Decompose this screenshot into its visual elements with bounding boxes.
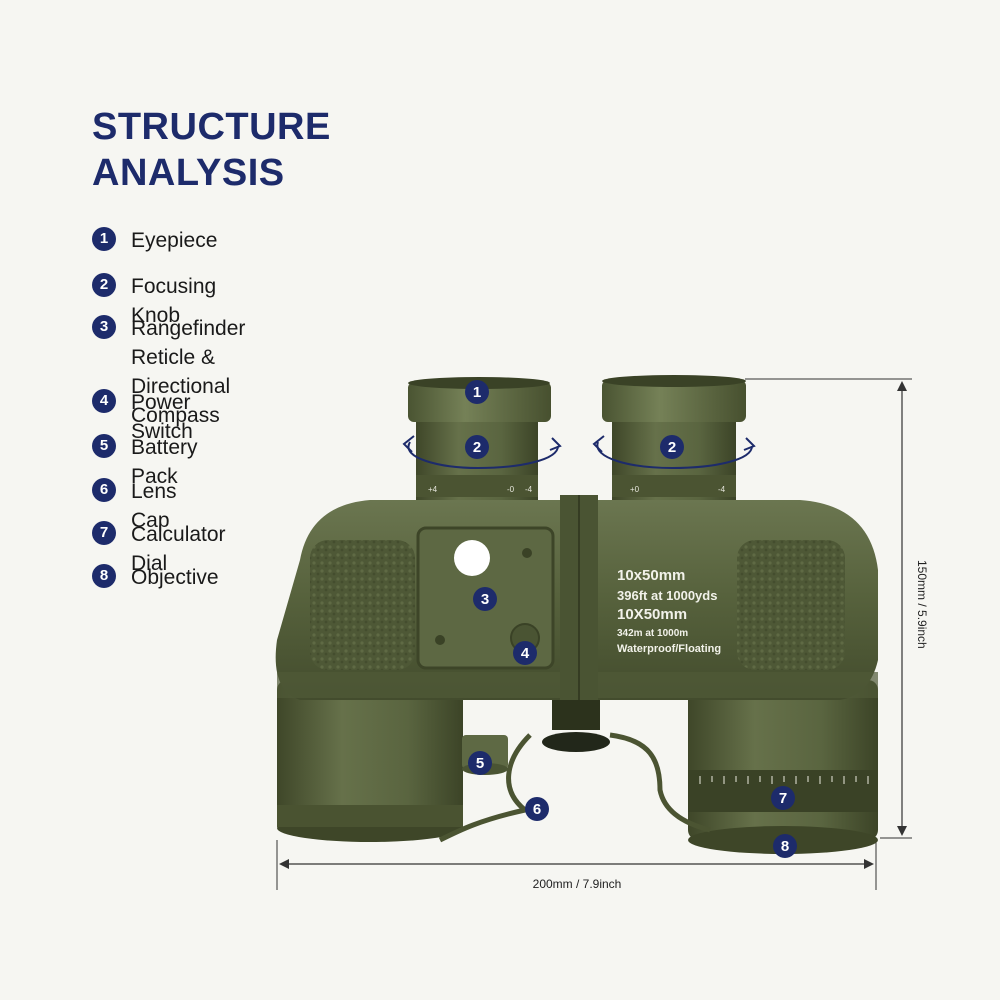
spec-line-5: Waterproof/Floating	[617, 643, 721, 655]
legend-item-power-switch: 4 Power Switch	[92, 388, 193, 446]
svg-text:3: 3	[481, 591, 489, 608]
diopter-mark: -0	[507, 485, 515, 494]
svg-text:5: 5	[476, 755, 484, 772]
diopter-mark: -4	[525, 485, 533, 494]
legend-label: Objective	[131, 566, 219, 589]
dimension-arrow-icon	[864, 859, 874, 869]
legend-label: Eyepiece	[131, 229, 218, 252]
number-badge-icon: 6	[92, 478, 116, 502]
callout-badge-6: 6	[525, 797, 549, 821]
number-badge-icon: 8	[92, 564, 116, 588]
legend-label: Calculator Dial	[131, 523, 226, 575]
number-badge-icon: 4	[92, 389, 116, 413]
number-badge-icon: 3	[92, 315, 116, 339]
title-line-1: STRUCTURE	[92, 106, 331, 148]
width-dimension-label: 200mm / 7.9inch	[533, 877, 622, 891]
spec-line-1: 10x50mm	[617, 567, 685, 584]
callout-badge-5: 5	[468, 751, 492, 775]
diopter-mark: +0	[630, 485, 640, 494]
width-dimension: 200mm / 7.9inch	[276, 840, 877, 891]
dimension-arrow-icon	[897, 381, 907, 391]
legend-item-calculator-dial: 7 Calculator Dial	[92, 520, 226, 578]
legend-item-focusing-knob: 2 Focusing Knob	[92, 272, 216, 330]
lens-cap-strap	[438, 733, 532, 843]
svg-text:1: 1	[473, 384, 481, 401]
dimension-arrow-icon	[279, 859, 289, 869]
svg-text:4: 4	[521, 645, 530, 662]
strap-cord	[609, 732, 711, 833]
legend-item-battery-pack: 5 Battery Pack	[92, 433, 198, 491]
number-badge-icon: 1	[92, 227, 116, 251]
diopter-mark: +4	[428, 485, 438, 494]
body-spec-text: 10x50mm 396ft at 1000yds 10X50mm 342m at…	[617, 567, 721, 655]
height-dimension-label: 150mm / 5.9inch	[915, 560, 929, 649]
diopter-mark: -4	[718, 485, 726, 494]
callout-badge-2-right: 2	[660, 435, 684, 459]
svg-text:2: 2	[473, 439, 481, 456]
svg-text:7: 7	[779, 790, 787, 807]
callout-badge-2-left: 2	[465, 435, 489, 459]
height-dimension: 150mm / 5.9inch	[745, 378, 929, 839]
legend-item-eyepiece: 1 Eyepiece	[92, 226, 217, 255]
rotation-arrow-icon	[592, 435, 756, 470]
svg-text:8: 8	[781, 838, 789, 855]
right-grip-panel	[737, 540, 845, 670]
number-badge-icon: 2	[92, 273, 116, 297]
right-objective-barrel	[688, 680, 878, 854]
page-title: STRUCTURE ANALYSIS	[92, 104, 331, 196]
callout-badge-3: 3	[473, 587, 497, 611]
legend-item-rangefinder-compass: 3 Rangefinder Reticle & Directional Comp…	[92, 314, 245, 430]
legend-label: Battery Pack	[131, 436, 198, 488]
legend-label: Lens Cap	[131, 480, 177, 532]
spec-line-2: 396ft at 1000yds	[617, 588, 717, 603]
number-badge-icon: 7	[92, 521, 116, 545]
legend-item-objective: 8 Objective	[92, 563, 219, 592]
svg-text:6: 6	[533, 801, 541, 818]
legend-label: Focusing Knob	[131, 275, 217, 327]
legend-label: Power Switch	[131, 391, 193, 443]
spec-line-3: 10X50mm	[617, 606, 687, 623]
spec-line-4: 342m at 1000m	[617, 628, 688, 639]
strap-mount	[542, 732, 610, 752]
rotation-arrow-icon	[402, 435, 562, 470]
left-objective-barrel	[277, 680, 463, 842]
legend-label: Rangefinder Reticle & Directional Compas…	[131, 317, 246, 427]
legend-item-lens-cap: 6 Lens Cap	[92, 477, 177, 535]
number-badge-icon: 5	[92, 434, 116, 458]
callout-badge-7: 7	[771, 786, 795, 810]
dial-ticks	[699, 776, 869, 784]
compass-window	[454, 540, 490, 576]
svg-text:2: 2	[668, 439, 676, 456]
title-line-2: ANALYSIS	[92, 152, 285, 194]
callout-badge-1: 1	[465, 380, 489, 404]
right-eyepiece: +0 -4	[602, 375, 746, 500]
callout-badge-4: 4	[513, 641, 537, 665]
dimension-arrow-icon	[897, 826, 907, 836]
left-grip-panel	[310, 540, 415, 670]
callout-badge-8: 8	[773, 834, 797, 858]
